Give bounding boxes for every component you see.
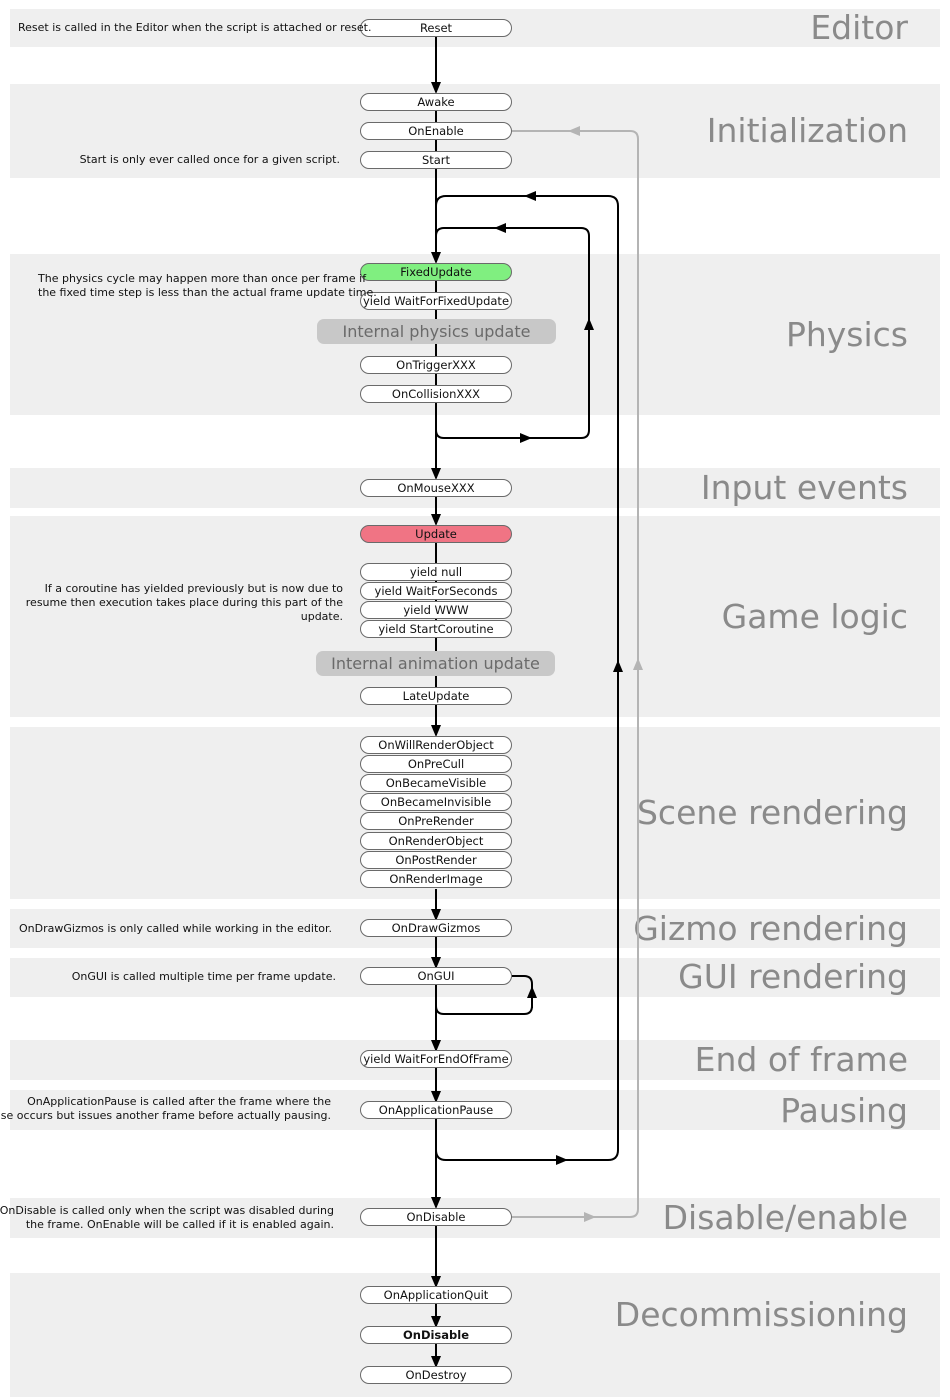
- phase-label-initialization: Initialization: [706, 111, 908, 150]
- node-onpostrender[interactable]: OnPostRender: [360, 851, 512, 869]
- note-start-line-1: Start is only ever called once for a giv…: [79, 153, 340, 166]
- node-onmousexxx[interactable]: OnMouseXXX: [360, 479, 512, 497]
- node-ondisable[interactable]: OnDisable: [360, 1208, 512, 1226]
- node-awake[interactable]: Awake: [360, 93, 512, 111]
- node-yield-waitforfixedupdate[interactable]: yield WaitForFixedUpdate: [360, 292, 512, 310]
- node-reset[interactable]: Reset: [360, 19, 512, 37]
- node-lateupdate[interactable]: LateUpdate: [360, 687, 512, 705]
- note-disable-line-2: the frame. OnEnable will be called if it…: [25, 1218, 334, 1231]
- node-onrenderimage[interactable]: OnRenderImage: [360, 870, 512, 888]
- node-onrenderobject[interactable]: OnRenderObject: [360, 832, 512, 850]
- note-start: Start is only ever called once for a giv…: [80, 153, 340, 167]
- phase-label-editor: Editor: [810, 8, 908, 47]
- note-pause: OnApplicationPause is called after the f…: [0, 1095, 331, 1123]
- node-ondisable-final[interactable]: OnDisable: [360, 1326, 512, 1344]
- physics-loop: [435, 223, 594, 443]
- note-reset-line-1: Reset is called in the Editor when the s…: [18, 21, 372, 34]
- note-coroutine-line-2: resume then execution takes place during…: [25, 596, 343, 609]
- gui-loop: [435, 975, 537, 1015]
- note-gui-line-1: OnGUI is called multiple time per frame …: [71, 970, 336, 983]
- internal-physics-update: Internal physics update: [317, 319, 556, 344]
- note-disable: OnDisable is called only when the script…: [0, 1204, 334, 1232]
- note-coroutine-line-1: If a coroutine has yielded previously bu…: [44, 582, 343, 595]
- node-onenable[interactable]: OnEnable: [360, 122, 512, 140]
- node-fixedupdate[interactable]: FixedUpdate: [360, 263, 512, 281]
- node-onbecameinvisible[interactable]: OnBecameInvisible: [360, 793, 512, 811]
- node-update[interactable]: Update: [360, 525, 512, 543]
- phase-label-physics: Physics: [785, 315, 908, 354]
- note-disable-line-1: OnDisable is called only when the script…: [0, 1204, 334, 1217]
- phase-label-input-events: Input events: [700, 468, 908, 507]
- node-ongui[interactable]: OnGUI: [360, 967, 512, 985]
- node-yield-waitforendofframe[interactable]: yield WaitForEndOfFrame: [360, 1050, 512, 1068]
- node-yield-waitforseconds[interactable]: yield WaitForSeconds: [360, 582, 512, 600]
- node-yield-startcoroutine[interactable]: yield StartCoroutine: [360, 620, 512, 638]
- phase-label-gizmo-rendering: Gizmo rendering: [633, 909, 908, 948]
- internal-animation-update: Internal animation update: [316, 651, 555, 676]
- note-gizmos-line-1: OnDrawGizmos is only called while workin…: [19, 922, 332, 935]
- note-reset: Reset is called in the Editor when the s…: [18, 21, 371, 35]
- enable-disable-loop: [512, 126, 643, 1222]
- node-start[interactable]: Start: [360, 151, 512, 169]
- note-gui: OnGUI is called multiple time per frame …: [72, 970, 336, 984]
- frame-loop: [435, 191, 623, 1165]
- note-pause-line-2: pause occurs but issues another frame be…: [0, 1109, 331, 1122]
- node-onapplicationquit[interactable]: OnApplicationQuit: [360, 1286, 512, 1304]
- note-pause-line-1: OnApplicationPause is called after the f…: [27, 1095, 331, 1108]
- note-physics-line-2: the fixed time step is less than the act…: [38, 286, 377, 299]
- phase-label-scene-rendering: Scene rendering: [636, 793, 908, 832]
- node-onapplicationpause[interactable]: OnApplicationPause: [360, 1101, 512, 1119]
- phase-label-decommissioning: Decommissioning: [614, 1295, 908, 1334]
- phase-label-end-of-frame: End of frame: [694, 1040, 908, 1079]
- note-gizmos: OnDrawGizmos is only called while workin…: [19, 922, 332, 936]
- phase-label-disable-enable: Disable/enable: [662, 1198, 908, 1237]
- node-ondestroy[interactable]: OnDestroy: [360, 1366, 512, 1384]
- phase-label-gui-rendering: GUI rendering: [678, 957, 908, 996]
- node-onprecull[interactable]: OnPreCull: [360, 755, 512, 773]
- note-physics-line-1: The physics cycle may happen more than o…: [38, 272, 367, 285]
- node-yield-null[interactable]: yield null: [360, 563, 512, 581]
- note-physics: The physics cycle may happen more than o…: [38, 272, 377, 300]
- node-onprerender[interactable]: OnPreRender: [360, 812, 512, 830]
- note-coroutine-line-3: update.: [300, 610, 343, 623]
- node-yield-www[interactable]: yield WWW: [360, 601, 512, 619]
- phase-label-game-logic: Game logic: [721, 597, 908, 636]
- physics-loop-path: [435, 227, 590, 439]
- gui-loop-path: [435, 975, 533, 1015]
- node-ondrawgizmos[interactable]: OnDrawGizmos: [360, 919, 512, 937]
- note-coroutine: If a coroutine has yielded previously bu…: [26, 582, 343, 624]
- node-ontriggerxxx[interactable]: OnTriggerXXX: [360, 356, 512, 374]
- phase-label-pausing: Pausing: [780, 1091, 908, 1130]
- node-onbecamevisible[interactable]: OnBecameVisible: [360, 774, 512, 792]
- node-onwillrenderobject[interactable]: OnWillRenderObject: [360, 736, 512, 754]
- node-oncollisionxxx[interactable]: OnCollisionXXX: [360, 385, 512, 403]
